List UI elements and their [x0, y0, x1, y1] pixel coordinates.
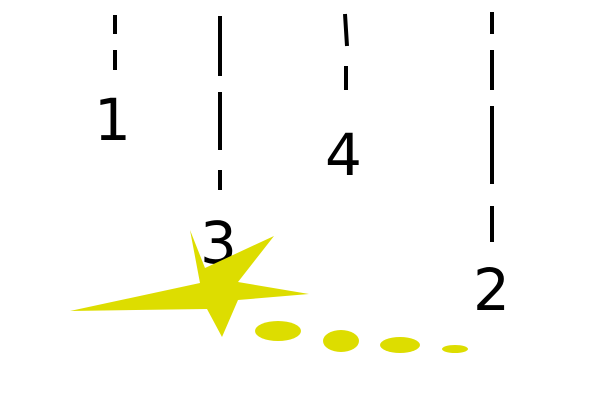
label-four: 4 [325, 121, 362, 189]
label-one: 1 [94, 86, 131, 154]
star-trail [255, 321, 468, 353]
trail-dot-3 [380, 337, 420, 353]
label-two: 2 [473, 256, 510, 324]
trail-dot-4 [442, 345, 468, 353]
trail-dot-1 [255, 321, 301, 341]
shooting-star-icon [70, 230, 309, 337]
trail-dot-2 [323, 330, 359, 352]
pole-4 [343, 13, 349, 90]
